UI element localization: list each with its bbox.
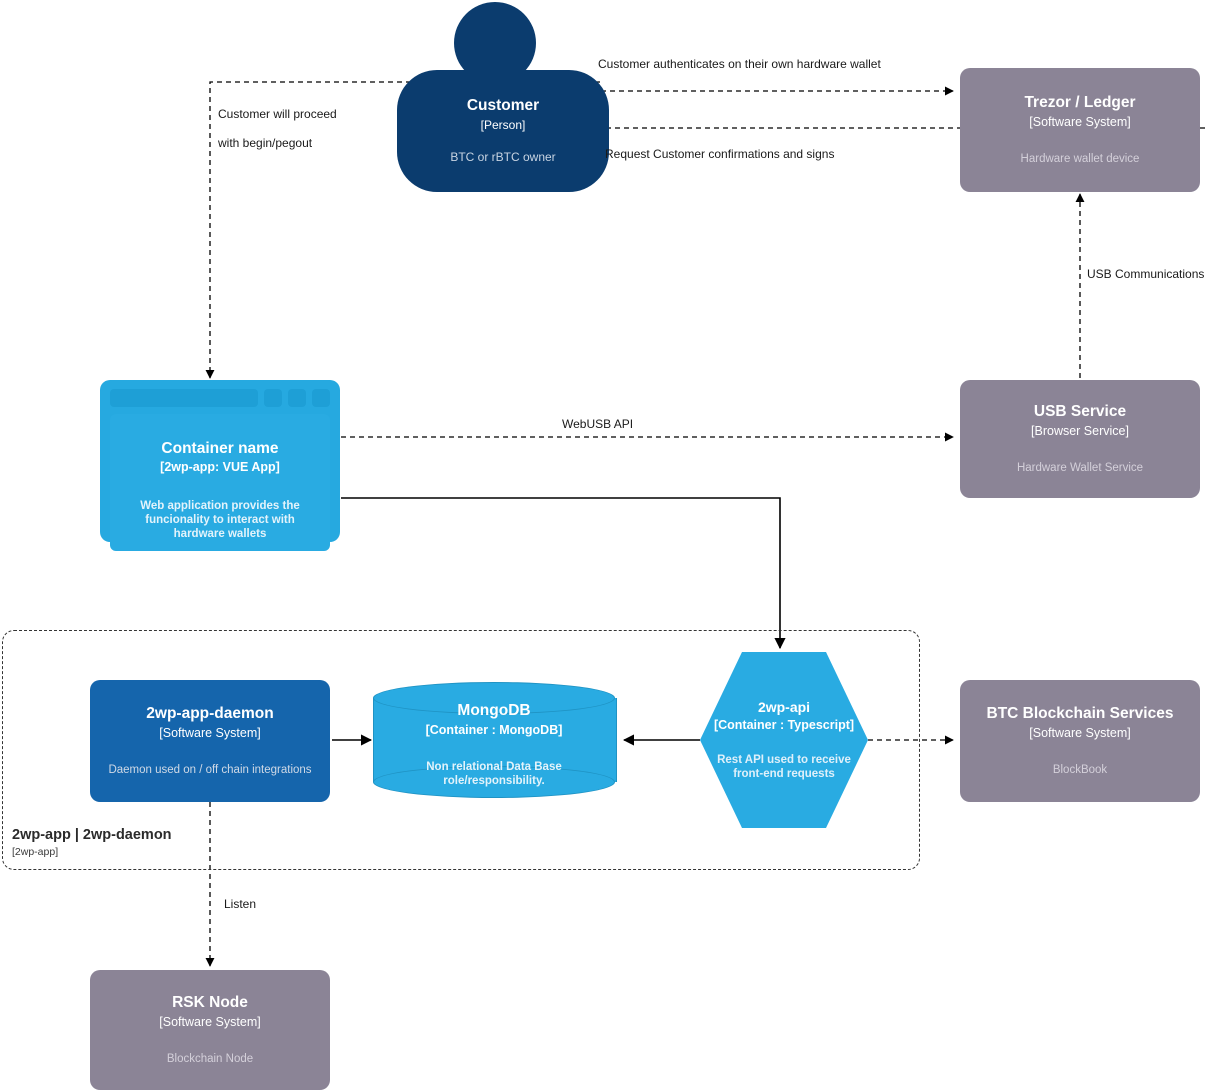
node-trezor-ledger-description: Hardware wallet device <box>1020 152 1140 165</box>
edge-app-to-api <box>341 497 786 650</box>
node-rsk-node[interactable]: RSK Node [Software System] Blockchain No… <box>90 970 330 1090</box>
node-rsk-node-description: Blockchain Node <box>166 1052 254 1065</box>
edge-label-trezor-to-customer: Request Customer confirmations and signs <box>605 147 835 161</box>
node-usb-service-type: [Browser Service] <box>1031 423 1129 438</box>
node-mongodb-type: [Container : MongoDB] <box>425 722 563 737</box>
node-trezor-ledger[interactable]: Trezor / Ledger [Software System] Hardwa… <box>960 68 1200 192</box>
node-2wp-api-text: 2wp-api [Container : Typescript] Rest AP… <box>700 652 868 828</box>
node-2wp-app-daemon[interactable]: 2wp-app-daemon [Software System] Daemon … <box>90 680 330 802</box>
node-2wp-app-daemon-title: 2wp-app-daemon <box>146 705 274 723</box>
browser-url-bar[interactable] <box>110 389 258 407</box>
boundary-label-name: 2wp-app | 2wp-daemon <box>12 827 172 843</box>
node-usb-service-title: USB Service <box>1033 403 1127 421</box>
node-mongodb-title: MongoDB <box>457 702 531 720</box>
browser-viewport: Container name [2wp-app: VUE App] Web ap… <box>110 414 330 552</box>
node-trezor-ledger-type: [Software System] <box>1029 114 1131 129</box>
node-2wp-api-description: Rest API used to receive front-end reque… <box>717 753 851 780</box>
node-btc-blockchain-services-type: [Software System] <box>1029 725 1131 740</box>
node-trezor-ledger-title: Trezor / Ledger <box>1024 94 1136 112</box>
node-rsk-node-type: [Software System] <box>159 1014 261 1029</box>
node-mongodb[interactable]: MongoDB [Container : MongoDB] Non relati… <box>373 682 617 798</box>
node-btc-blockchain-services[interactable]: BTC Blockchain Services [Software System… <box>960 680 1200 802</box>
cylinder-bottom-ellipse <box>373 766 615 798</box>
node-customer-type: [Person] <box>480 117 526 132</box>
node-2wp-app-daemon-type: [Software System] <box>159 725 261 740</box>
node-2wp-app-daemon-description: Daemon used on / off chain integrations <box>108 763 312 776</box>
node-btc-blockchain-services-title: BTC Blockchain Services <box>986 705 1174 723</box>
cylinder-top-ellipse <box>373 682 615 714</box>
edge-label-listen: Listen <box>224 897 257 911</box>
person-body: Customer [Person] BTC or rBTC owner <box>397 70 609 192</box>
node-btc-blockchain-services-description: BlockBook <box>1052 763 1108 776</box>
node-usb-service-description: Hardware Wallet Service <box>1016 461 1144 474</box>
edge-label-customer-to-trezor: Customer authenticates on their own hard… <box>598 57 881 71</box>
browser-close-icon[interactable] <box>312 389 330 407</box>
edge-label-webusb-api: WebUSB API <box>562 417 634 431</box>
edge-label-usb-communications: USB Communications <box>1087 267 1205 281</box>
node-2wp-api-type: [Container : Typescript] <box>713 717 855 732</box>
edge-label-customer-to-app-line2: with begin/pegout <box>218 136 313 150</box>
node-rsk-node-title: RSK Node <box>172 994 248 1012</box>
node-container-name-description: Web application provides the funcionalit… <box>140 500 300 541</box>
boundary-label: 2wp-app | 2wp-daemon [2wp-app] <box>12 827 172 858</box>
node-container-name[interactable]: Container name [2wp-app: VUE App] Web ap… <box>100 380 340 552</box>
browser-title-bar <box>110 388 330 408</box>
node-2wp-api[interactable]: 2wp-api [Container : Typescript] Rest AP… <box>700 652 868 828</box>
node-usb-service[interactable]: USB Service [Browser Service] Hardware W… <box>960 380 1200 498</box>
boundary-label-type: [2wp-app] <box>12 846 59 858</box>
node-container-name-type: [2wp-app: VUE App] <box>160 460 280 475</box>
browser-minimize-icon[interactable] <box>264 389 282 407</box>
node-customer-description: BTC or rBTC owner <box>450 149 556 164</box>
node-mongodb-text: MongoDB [Container : MongoDB] Non relati… <box>373 682 615 798</box>
edge-label-customer-to-app-line1: Customer will proceed <box>218 107 337 121</box>
boundary-2wp-app-2wp-daemon <box>2 630 920 870</box>
node-customer[interactable]: Customer [Person] BTC or rBTC owner <box>397 2 609 192</box>
node-mongodb-description: Non relational Data Base role/responsibi… <box>426 760 562 787</box>
browser-maximize-icon[interactable] <box>288 389 306 407</box>
node-2wp-api-title: 2wp-api <box>757 699 811 716</box>
node-container-name-title: Container name <box>161 440 279 457</box>
node-customer-title: Customer <box>466 97 540 115</box>
